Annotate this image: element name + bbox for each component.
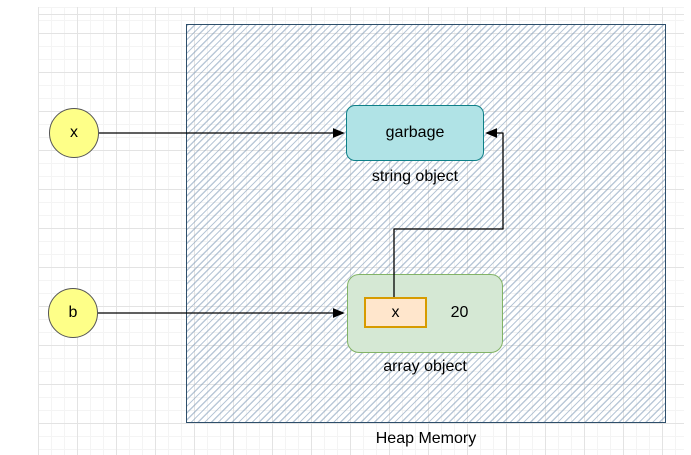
node-garbage-label: garbage [385,124,445,141]
array-cell-value: 20 [450,304,469,321]
array-object-caption: array object [383,358,467,375]
node-var-x[interactable]: x [49,108,99,158]
array-cell-x[interactable]: x [364,297,427,328]
heap-caption: Heap Memory [375,430,477,447]
node-garbage[interactable]: garbage [346,105,484,161]
node-var-b-label: b [68,304,78,321]
array-cell-x-label: x [391,303,400,321]
string-object-caption: string object [371,168,459,185]
node-var-b[interactable]: b [48,288,98,338]
node-var-x-label: x [70,124,78,141]
